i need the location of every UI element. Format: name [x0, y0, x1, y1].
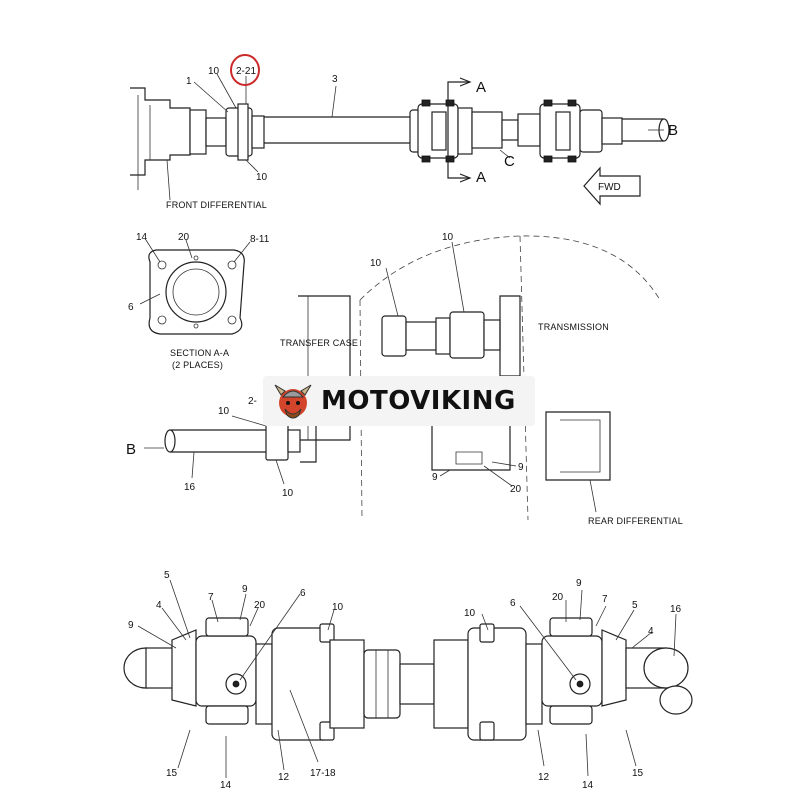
section-a-a-view: [139, 239, 251, 335]
label-10-top: 10: [208, 66, 220, 77]
label-10-mid-bottom: 10: [282, 488, 294, 499]
section-title: SECTION A-A: [170, 348, 229, 358]
label-9-rear-b: 9: [518, 462, 524, 473]
label-10-bottom: 10: [256, 172, 268, 183]
label-15-left: 15: [166, 768, 178, 779]
watermark-logo: MOTOVIKING: [263, 376, 535, 426]
label-20-section: 20: [178, 232, 190, 243]
transmission-label: TRANSMISSION: [538, 322, 609, 332]
joint-detail-view: [123, 579, 693, 778]
label-5-left: 5: [164, 570, 170, 581]
label-6-right: 6: [510, 598, 516, 609]
label-2-21-top: 2-21: [236, 66, 256, 77]
top-driveshaft-assembly: [130, 54, 670, 206]
label-14-section: 14: [136, 232, 148, 243]
viking-mascot-icon: [274, 384, 312, 419]
label-9-left-inner: 9: [242, 584, 248, 595]
label-7-left: 7: [208, 592, 214, 603]
label-16-right: 16: [670, 604, 682, 615]
label-9-right: 9: [576, 578, 582, 589]
label-20-right: 20: [552, 592, 564, 603]
label-4-left: 4: [156, 600, 162, 611]
label-5-right: 5: [632, 600, 638, 611]
label-16-mid: 16: [184, 482, 196, 493]
label-10-mid: 10: [218, 406, 230, 417]
fwd-label: FWD: [598, 182, 621, 193]
label-3: 3: [332, 74, 338, 85]
section-subtitle: (2 PLACES): [172, 360, 223, 370]
transfer-case-label: TRANSFER CASE: [280, 338, 358, 348]
label-15-right: 15: [632, 768, 644, 779]
label-10-bottom-left: 10: [332, 602, 344, 613]
label-9-rear-a: 9: [432, 472, 438, 483]
label-1: 1: [186, 76, 192, 87]
label-17-18: 17-18: [310, 768, 336, 779]
label-10-right: 10: [442, 232, 454, 243]
label-b-top: B: [668, 122, 678, 139]
label-c: C: [504, 153, 515, 170]
label-14-right: 14: [582, 780, 594, 791]
logo-text: MOTOVIKING: [321, 386, 516, 416]
rear-differential-label: REAR DIFFERENTIAL: [588, 516, 683, 526]
label-12-left: 12: [278, 772, 290, 783]
fwd-arrow-icon: [583, 166, 641, 206]
label-section-a-top: A: [476, 79, 486, 96]
label-section-a-bottom: A: [476, 169, 486, 186]
front-differential-label: FRONT DIFFERENTIAL: [166, 200, 267, 210]
label-6-section: 6: [128, 302, 134, 313]
highlight-circle: [230, 54, 260, 86]
label-8-11-section: 8-11: [250, 234, 270, 245]
label-10-left: 10: [370, 258, 382, 269]
label-20-left: 20: [254, 600, 266, 611]
label-7-right: 7: [602, 594, 608, 605]
rear-shaft-front-end: [144, 415, 317, 485]
label-6-left: 6: [300, 588, 306, 599]
label-14-left: 14: [220, 780, 232, 791]
label-12-right: 12: [538, 772, 550, 783]
label-9-left-outer: 9: [128, 620, 134, 631]
label-10-bottom-right: 10: [464, 608, 476, 619]
label-20-rear: 20: [510, 484, 522, 495]
label-2-21-mid: 2-: [248, 396, 257, 407]
label-4-right: 4: [648, 626, 654, 637]
label-b-mid: B: [126, 441, 136, 458]
